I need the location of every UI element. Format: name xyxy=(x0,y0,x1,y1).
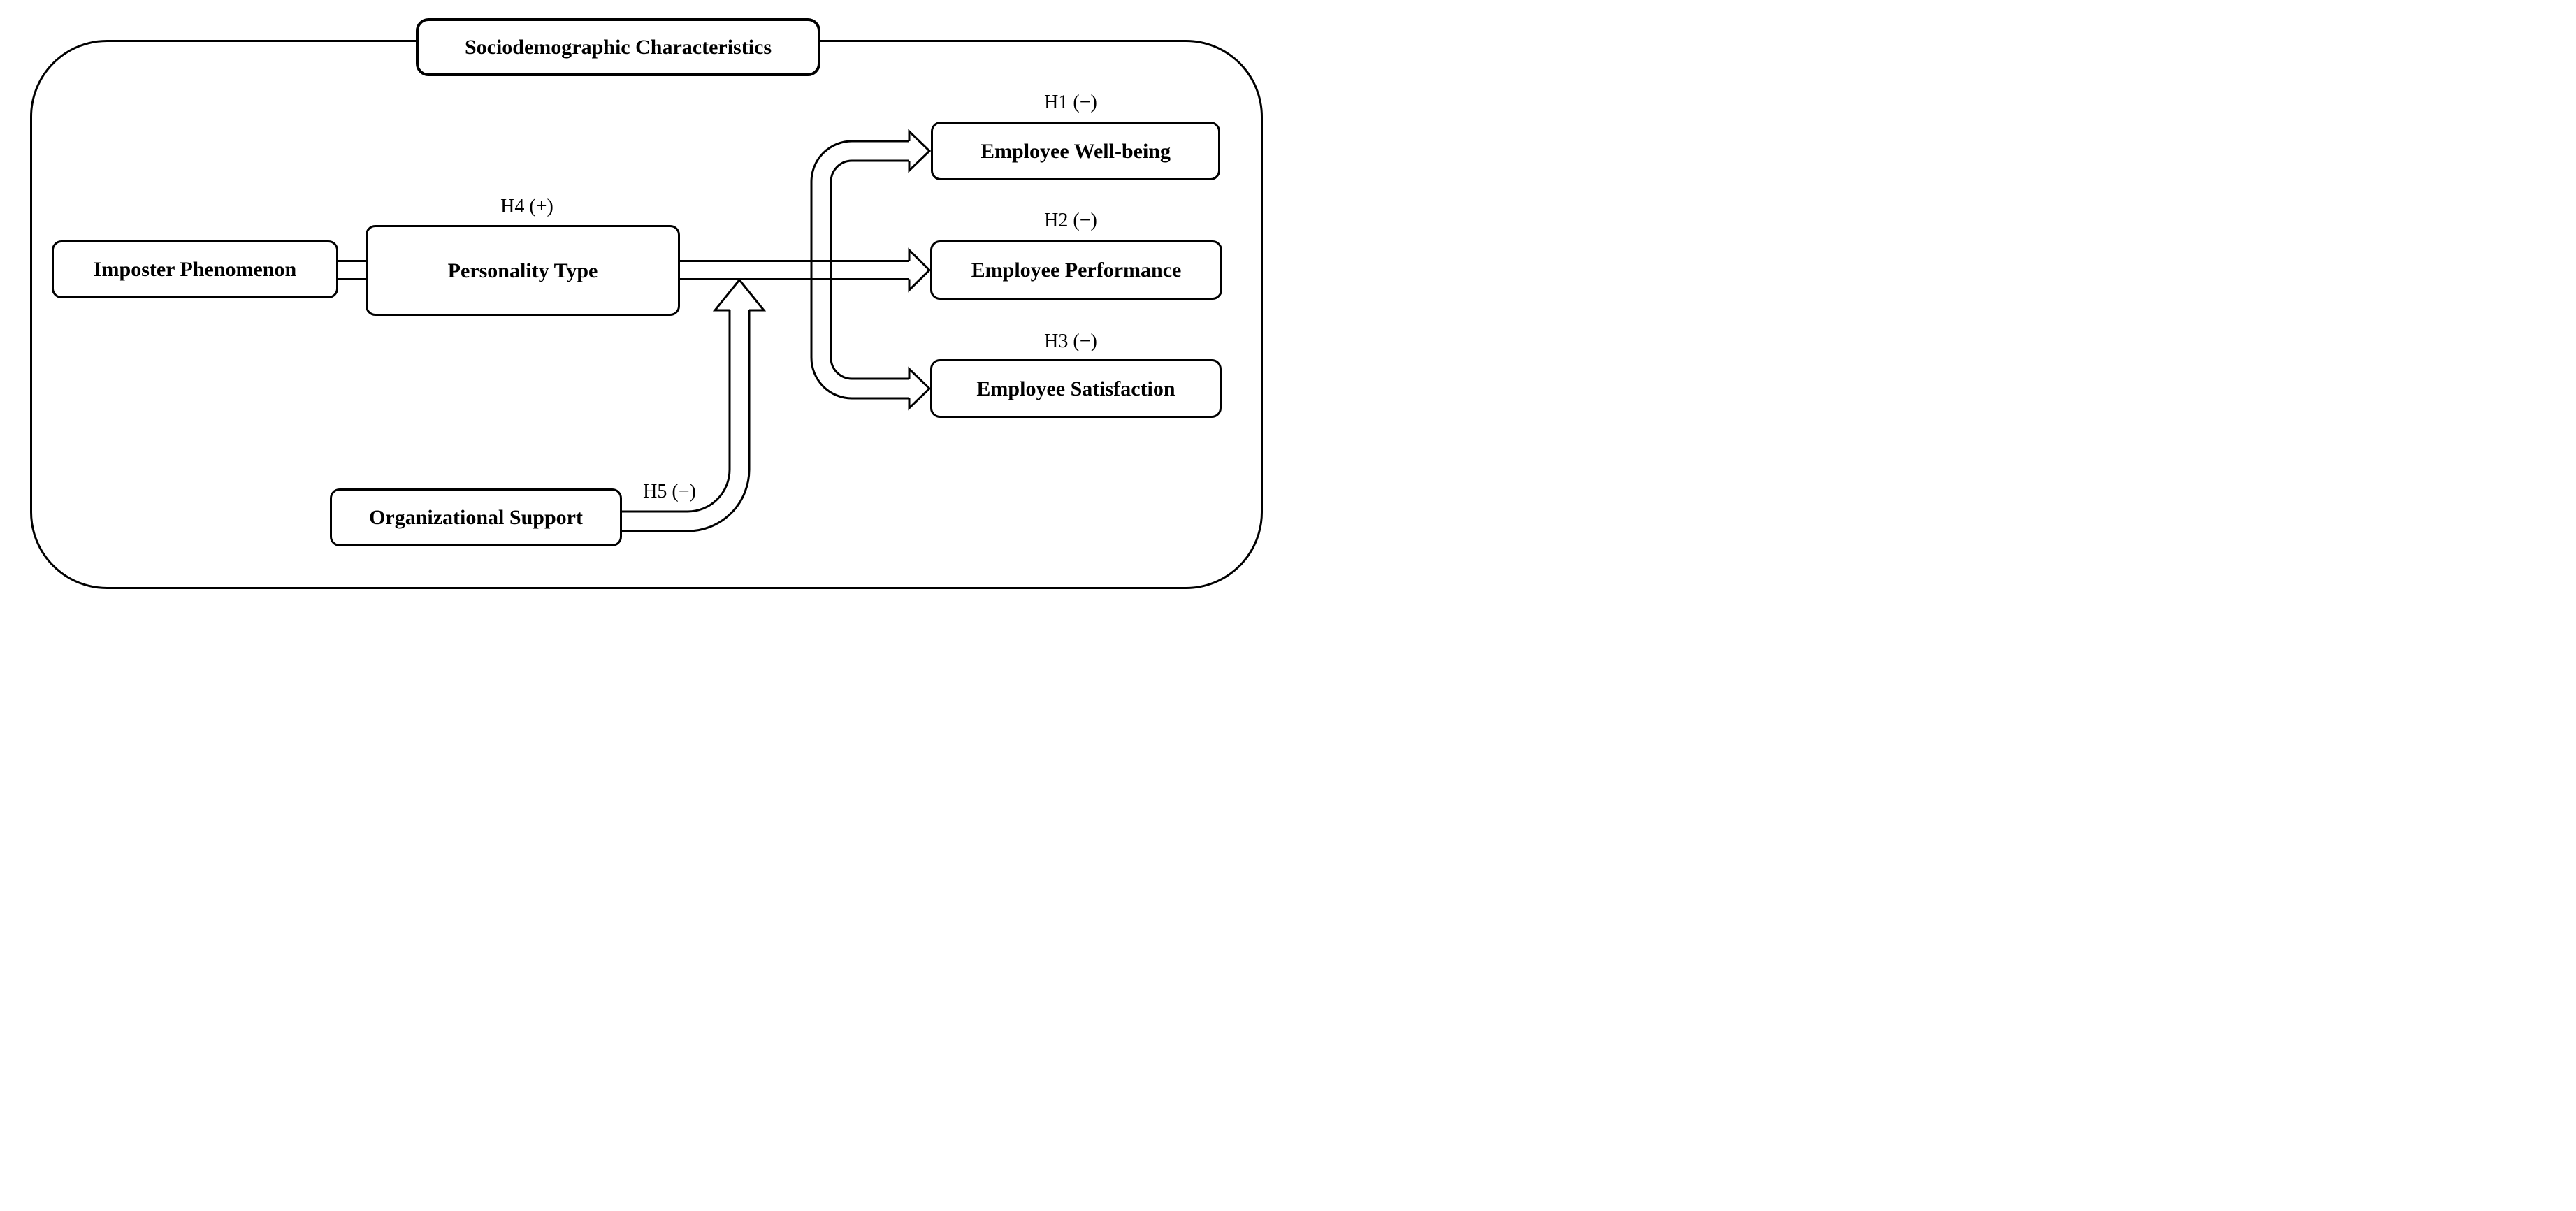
node-personality-label: Personality Type xyxy=(447,259,598,282)
hypothesis-label-h3: H3 (−) xyxy=(1044,331,1097,352)
node-wellbeing-label: Employee Well-being xyxy=(981,139,1171,163)
connector-layer xyxy=(338,129,932,532)
node-performance-label: Employee Performance xyxy=(971,259,1182,282)
hypothesis-label-h5: H5 (−) xyxy=(643,481,696,502)
hypothesis-label-h4: H4 (+) xyxy=(500,196,553,217)
node-employee-performance: Employee Performance xyxy=(930,240,1222,300)
node-personality-type: Personality Type xyxy=(366,225,680,316)
node-employee-wellbeing: Employee Well-being xyxy=(931,122,1220,180)
node-sociodemographic-label: Sociodemographic Characteristics xyxy=(464,36,772,59)
edge-support-moderation-outer-line xyxy=(622,310,751,532)
node-employee-satisfaction: Employee Satisfaction xyxy=(930,359,1222,418)
node-imposter-label: Imposter Phenomenon xyxy=(93,258,297,281)
edge-support-moderation-inner-line xyxy=(622,310,731,513)
hypothesis-label-h2: H2 (−) xyxy=(1044,210,1097,231)
node-satisfaction-label: Employee Satisfaction xyxy=(976,377,1175,400)
edge-branch-inner-line xyxy=(830,159,909,380)
arrowhead-satisfaction-icon xyxy=(908,366,932,411)
arrowhead-moderation-icon xyxy=(712,278,767,312)
arrowhead-wellbeing-icon xyxy=(908,129,932,173)
node-support-label: Organizational Support xyxy=(369,506,583,529)
node-sociodemographic-characteristics: Sociodemographic Characteristics xyxy=(416,18,820,76)
conceptual-model-diagram: Sociodemographic Characteristics Imposte… xyxy=(0,0,1288,606)
hypothesis-label-h1: H1 (−) xyxy=(1044,92,1097,113)
edge-branch-outer-line xyxy=(810,140,909,400)
node-imposter-phenomenon: Imposter Phenomenon xyxy=(52,240,338,298)
arrowhead-performance-icon xyxy=(908,247,932,293)
node-organizational-support: Organizational Support xyxy=(330,488,622,546)
